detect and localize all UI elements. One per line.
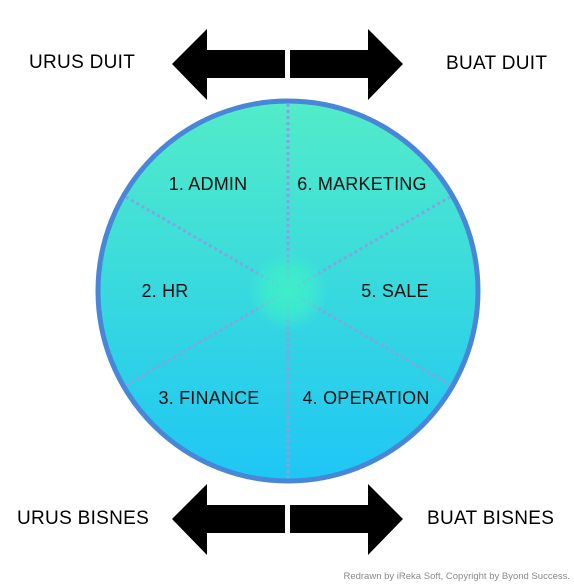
label-buat-duit: BUAT DUIT	[446, 53, 548, 74]
label-buat-bisnes: BUAT BISNES	[427, 508, 555, 529]
segment-hr: 2. HR	[141, 281, 189, 301]
segment-admin: 1. ADMIN	[168, 174, 248, 194]
right-arrow-icon	[290, 484, 403, 555]
center-glow	[248, 251, 328, 331]
segment-sale: 5. SALE	[361, 281, 429, 301]
bottom-double-arrow	[172, 484, 403, 555]
label-urus-duit: URUS DUIT	[29, 52, 136, 73]
top-double-arrow	[172, 29, 403, 100]
label-urus-bisnes: URUS BISNES	[17, 508, 150, 529]
segment-operation: 4. OPERATION	[302, 388, 430, 408]
segment-finance: 3. FINANCE	[158, 388, 260, 408]
left-arrow-icon	[172, 29, 285, 100]
right-arrow-icon	[290, 29, 403, 100]
left-arrow-icon	[172, 484, 285, 555]
copyright-credit: Redrawn by iReka Soft, Copyright by Byon…	[343, 571, 570, 582]
segment-marketing: 6. MARKETING	[297, 174, 427, 194]
